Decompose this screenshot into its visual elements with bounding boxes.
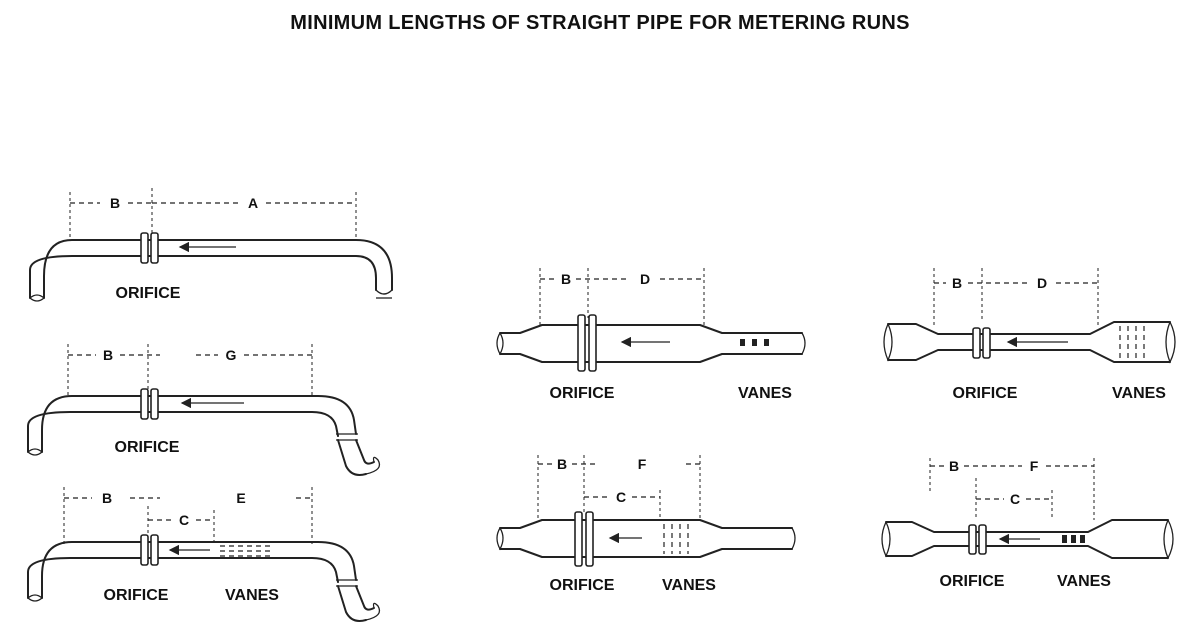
figure-5-orifice-reducer-vanes: B D ORIFICE VANES — [883, 268, 1176, 402]
orifice-label: ORIFICE — [104, 587, 169, 604]
orifice-label: ORIFICE — [116, 285, 181, 302]
orifice-flange — [140, 388, 159, 420]
dimension-lines — [539, 268, 705, 325]
pipe-run — [883, 321, 1176, 364]
dimension-b-label: B — [952, 275, 962, 291]
vanes-label: VANES — [738, 385, 792, 402]
orifice-flange — [972, 327, 991, 359]
pipe-run — [881, 519, 1174, 560]
vanes-label: VANES — [1057, 573, 1111, 590]
dimension-f-label: F — [1030, 458, 1039, 474]
pipe-run — [27, 395, 381, 476]
straightening-vanes — [663, 524, 689, 554]
orifice-flange — [577, 314, 597, 372]
pipe-run — [29, 239, 393, 302]
dimension-c-label: C — [1010, 491, 1020, 507]
dimension-c-label: C — [179, 512, 189, 528]
dimension-d-label: D — [1037, 275, 1047, 291]
dimension-lines — [63, 487, 313, 546]
dimension-b-label: B — [102, 490, 112, 506]
diagram-title: MINIMUM LENGTHS OF STRAIGHT PIPE FOR MET… — [290, 12, 910, 34]
orifice-label: ORIFICE — [940, 573, 1005, 590]
dimension-a-label: A — [248, 195, 258, 211]
dimension-b-label: B — [949, 458, 959, 474]
dimension-lines — [929, 458, 1095, 520]
orifice-flange — [574, 511, 594, 567]
straightening-vanes — [1119, 326, 1145, 358]
vanes-label: VANES — [1112, 385, 1166, 402]
straightening-vanes — [220, 545, 272, 557]
figure-7-orifice-reducer-vanes-cf: B F C ORIFICE VANES — [881, 458, 1174, 590]
figure-3-orifice-with-vanes-elbow: B E C ORIFICE VANES — [27, 487, 381, 622]
orifice-flange — [140, 534, 159, 566]
orifice-label: ORIFICE — [550, 577, 615, 594]
orifice-label: ORIFICE — [550, 385, 615, 402]
orifice-label: ORIFICE — [115, 439, 180, 456]
dimension-e-label: E — [236, 490, 245, 506]
pipe-run — [496, 519, 796, 558]
figure-2-orifice-elbow-out-of-plane: B G ORIFICE — [27, 344, 381, 476]
pipe-run — [496, 324, 806, 363]
figure-1-orifice-between-elbows: B A ORIFICE — [29, 188, 393, 302]
dimension-f-label: F — [638, 456, 647, 472]
orifice-flange — [140, 232, 159, 264]
straightening-vanes — [740, 339, 769, 346]
orifice-flange — [968, 524, 987, 555]
vanes-label: VANES — [225, 587, 279, 604]
straightening-vanes — [1062, 535, 1085, 543]
dimension-b-label: B — [561, 271, 571, 287]
figure-4-orifice-expander-vanes: B D ORIFICE VANES — [496, 268, 806, 402]
dimension-lines — [69, 188, 357, 240]
dimension-lines — [67, 344, 313, 396]
dimension-lines — [933, 268, 1099, 325]
dimension-c-label: C — [616, 489, 626, 505]
orifice-label: ORIFICE — [953, 385, 1018, 402]
dimension-b-label: B — [110, 195, 120, 211]
figure-6-orifice-expander-vanes-cf: B F C ORIFICE VANES — [496, 455, 796, 594]
dimension-lines — [537, 455, 701, 520]
pipe-run — [27, 541, 381, 622]
dimension-g-label: G — [226, 347, 237, 363]
dimension-b-label: B — [103, 347, 113, 363]
dimension-b-label: B — [557, 456, 567, 472]
dimension-d-label: D — [640, 271, 650, 287]
vanes-label: VANES — [662, 577, 716, 594]
